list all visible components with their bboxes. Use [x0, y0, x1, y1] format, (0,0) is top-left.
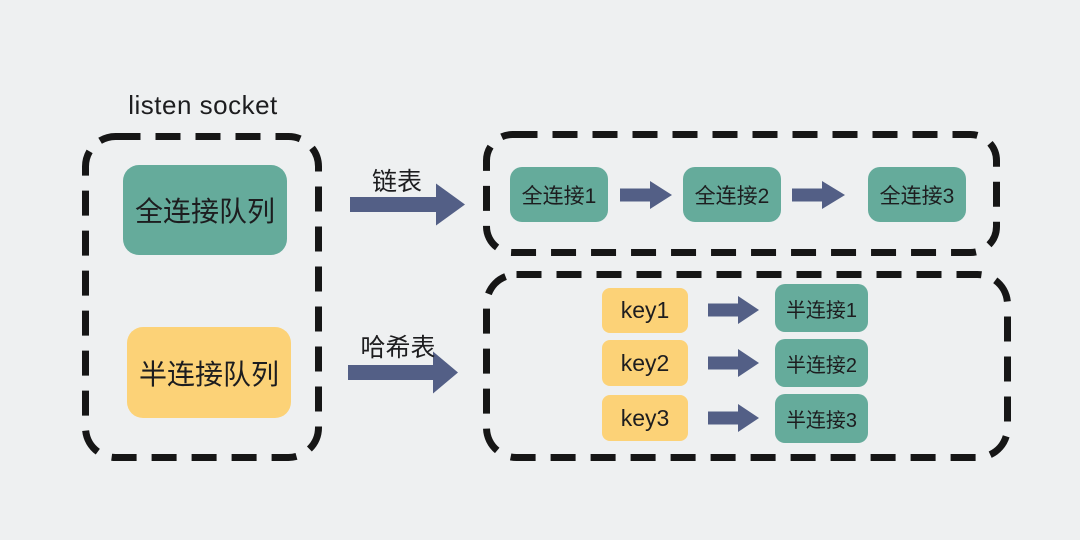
- hash-table-arrow: [348, 351, 458, 394]
- hash-key-1: key1: [602, 288, 688, 333]
- full-connection-node-3: 全连接3: [868, 167, 966, 222]
- hash-key-3: key3: [602, 395, 688, 441]
- hash-table-border: [483, 271, 1011, 461]
- linked-list-edge-label: 链表: [371, 168, 422, 196]
- half-connection-node-3: 半连接3: [775, 394, 868, 443]
- half-connection-queue-box: 半连接队列: [127, 327, 291, 418]
- key1-to-value1-arrow: [708, 296, 759, 324]
- full-connection-queue-box: 全连接队列: [123, 165, 287, 255]
- key3-to-value3-arrow: [708, 404, 759, 432]
- hash-key-2: key2: [602, 340, 688, 386]
- full-connection-node-1: 全连接1: [510, 167, 608, 222]
- listen-socket-border: [82, 133, 322, 461]
- listen-socket-title: listen socket: [128, 90, 278, 120]
- linked-list-border: [483, 131, 1000, 256]
- half-connection-node-2: 半连接2: [775, 339, 868, 387]
- linked-list-arrow: [350, 183, 465, 226]
- node2-to-node3-arrow: [792, 181, 845, 209]
- node1-to-node2-arrow: [620, 181, 672, 209]
- half-connection-node-1: 半连接1: [775, 284, 868, 332]
- full-connection-node-2: 全连接2: [683, 167, 781, 222]
- key2-to-value2-arrow: [708, 349, 759, 377]
- hash-table-edge-label: 哈希表: [360, 334, 436, 362]
